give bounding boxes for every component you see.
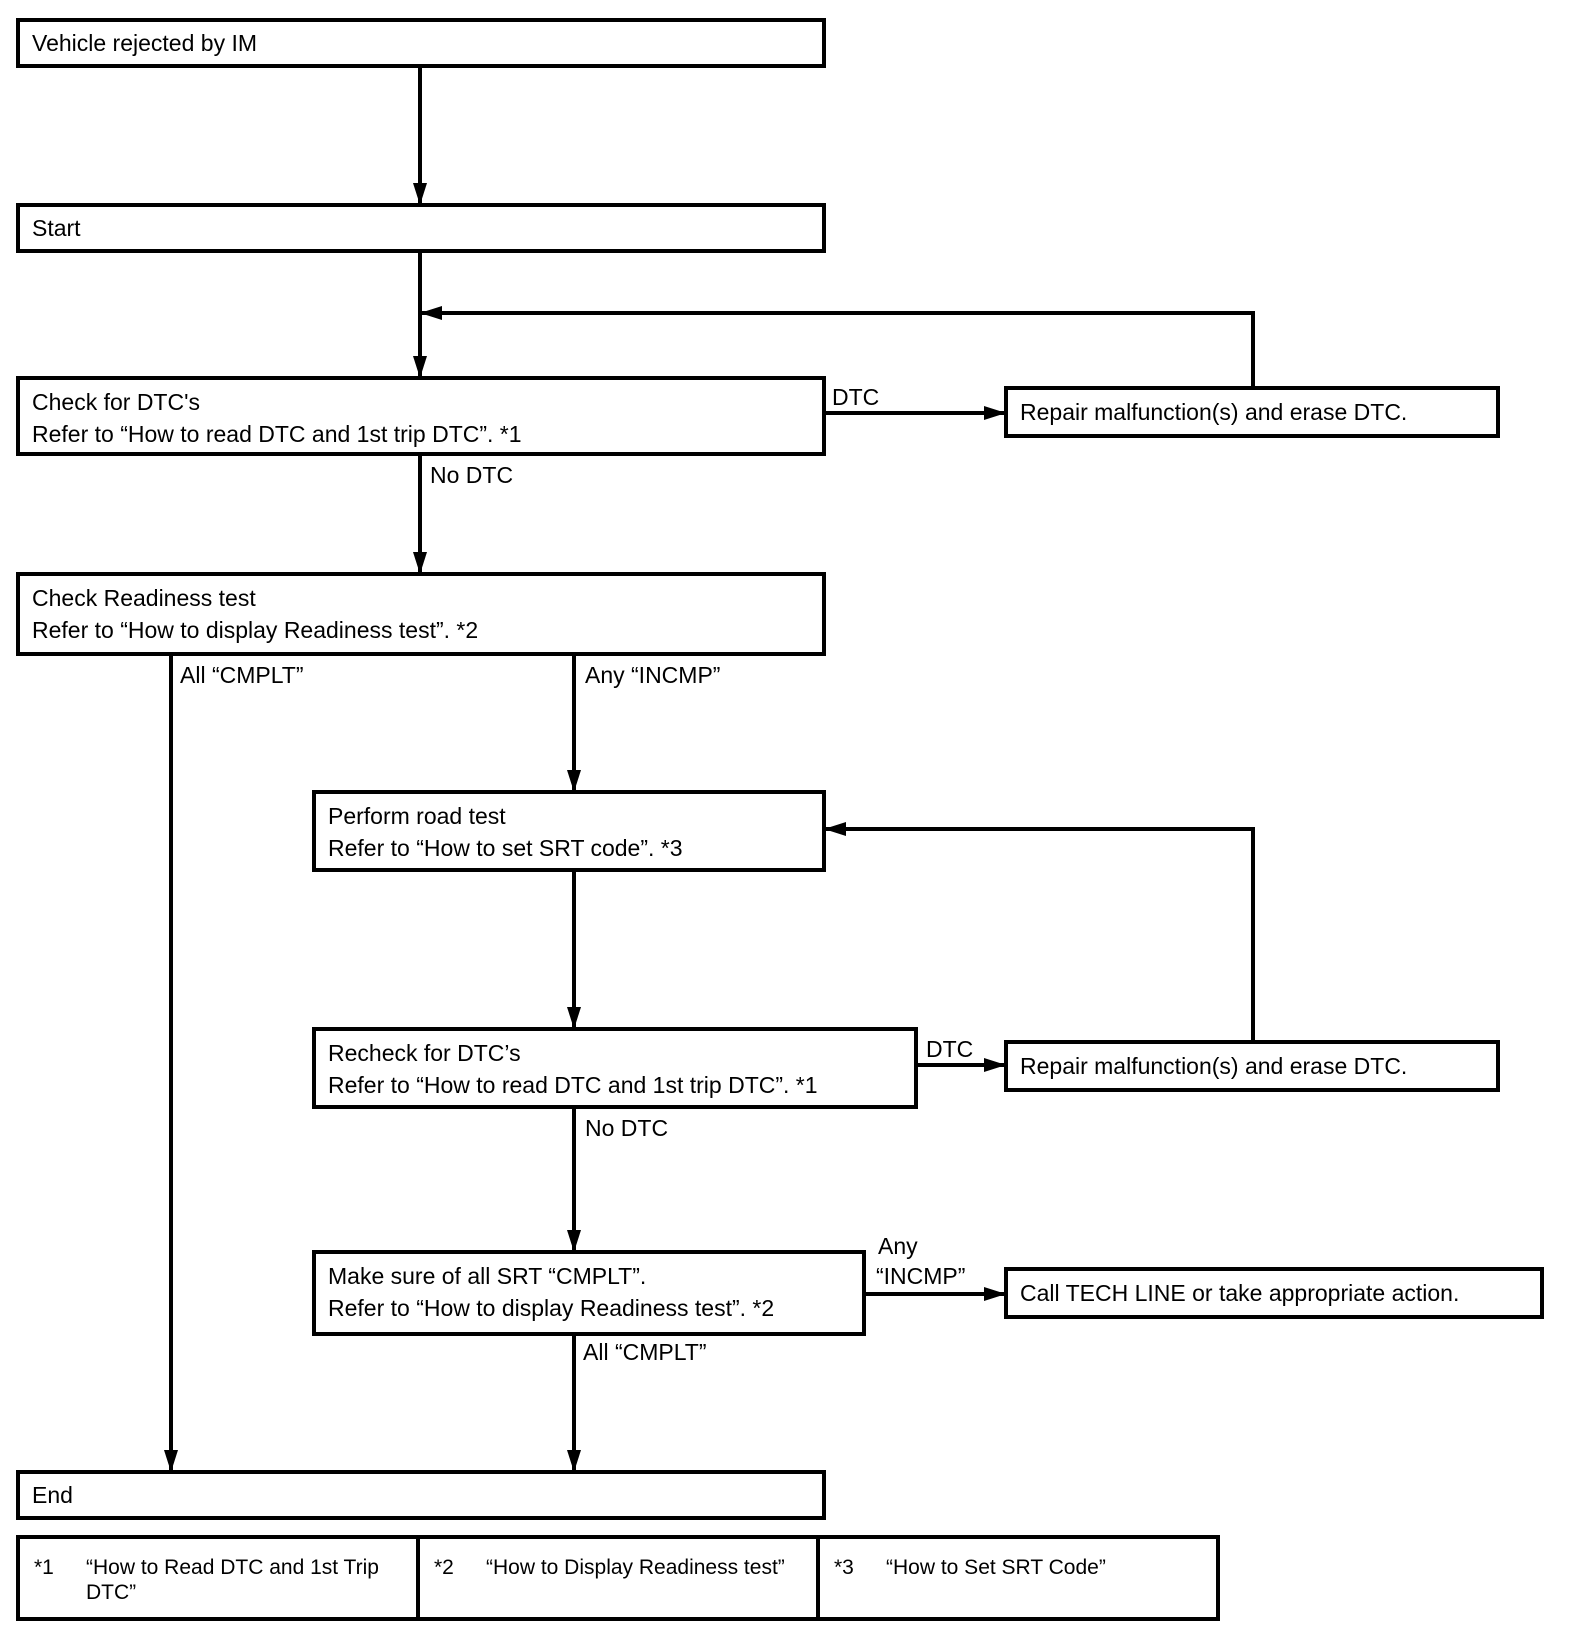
box-end-text: End: [32, 1482, 73, 1508]
edge-label-dtc-2: DTC: [926, 1036, 974, 1062]
edge-label-no-dtc-2: No DTC: [585, 1115, 669, 1141]
box-check-readiness-line2: Refer to “How to display Readiness test”…: [32, 617, 479, 643]
box-road-test: Perform road test Refer to “How to set S…: [312, 790, 826, 872]
box-call-tech: Call TECH LINE or take appropriate actio…: [1004, 1267, 1544, 1319]
box-repair-2-text: Repair malfunction(s) and erase DTC.: [1020, 1053, 1408, 1079]
footnote-1-text: “How to Read DTC and 1st Trip DTC”: [86, 1556, 379, 1604]
box-vehicle-rejected: Vehicle rejected by IM: [16, 18, 826, 68]
edge-label-dtc-1: DTC: [832, 384, 880, 410]
arrow-repair-2-loop: [824, 822, 1255, 1040]
box-repair-2: Repair malfunction(s) and erase DTC.: [1004, 1040, 1500, 1092]
box-check-dtc-line2: Refer to “How to read DTC and 1st trip D…: [32, 421, 522, 447]
box-road-test-line1: Perform road test: [328, 803, 506, 829]
edge-label-any-incmp-2a: Any: [878, 1233, 918, 1259]
box-recheck-dtc-line1: Recheck for DTC’s: [328, 1040, 521, 1066]
footnote-cell-1: *1 “How to Read DTC and 1st Trip DTC”: [20, 1539, 416, 1617]
box-check-dtc-line1: Check for DTC's: [32, 389, 200, 415]
footnote-2-number: *2: [434, 1556, 454, 1579]
box-start-text: Start: [32, 215, 81, 241]
box-make-sure: Make sure of all SRT “CMPLT”. Refer to “…: [312, 1250, 866, 1336]
edge-label-all-cmplt-2: All “CMPLT”: [583, 1339, 707, 1365]
footnote-table: *1 “How to Read DTC and 1st Trip DTC” *2…: [16, 1535, 1220, 1621]
footnote-3-number: *3: [834, 1556, 854, 1579]
box-recheck-dtc-line2: Refer to “How to read DTC and 1st trip D…: [328, 1072, 818, 1098]
box-vehicle-rejected-text: Vehicle rejected by IM: [32, 30, 258, 56]
arrow-repair-1-loop: [420, 306, 1255, 386]
footnote-cell-2: *2 “How to Display Readiness test”: [416, 1539, 816, 1617]
edge-label-any-incmp-1: Any “INCMP”: [585, 662, 721, 688]
footnote-1-number: *1: [34, 1556, 54, 1579]
box-repair-1: Repair malfunction(s) and erase DTC.: [1004, 386, 1500, 438]
box-make-sure-line2: Refer to “How to display Readiness test”…: [328, 1295, 775, 1321]
box-end: End: [16, 1470, 826, 1520]
box-call-tech-text: Call TECH LINE or take appropriate actio…: [1020, 1280, 1460, 1306]
footnote-3-text: “How to Set SRT Code”: [886, 1556, 1106, 1579]
box-road-test-line2: Refer to “How to set SRT code”. *3: [328, 835, 683, 861]
box-check-readiness-line1: Check Readiness test: [32, 585, 256, 611]
box-repair-1-text: Repair malfunction(s) and erase DTC.: [1020, 399, 1408, 425]
edge-label-no-dtc-1: No DTC: [430, 462, 514, 488]
box-recheck-dtc: Recheck for DTC’s Refer to “How to read …: [312, 1027, 918, 1109]
edge-label-any-incmp-2b: “INCMP”: [876, 1263, 966, 1289]
footnote-2-text: “How to Display Readiness test”: [486, 1556, 785, 1579]
box-check-dtc: Check for DTC's Refer to “How to read DT…: [16, 376, 826, 456]
footnote-cell-3: *3 “How to Set SRT Code”: [816, 1539, 1216, 1617]
edge-label-all-cmplt-1: All “CMPLT”: [180, 662, 304, 688]
box-check-readiness: Check Readiness test Refer to “How to di…: [16, 572, 826, 656]
box-start: Start: [16, 203, 826, 253]
box-make-sure-line1: Make sure of all SRT “CMPLT”.: [328, 1263, 647, 1289]
